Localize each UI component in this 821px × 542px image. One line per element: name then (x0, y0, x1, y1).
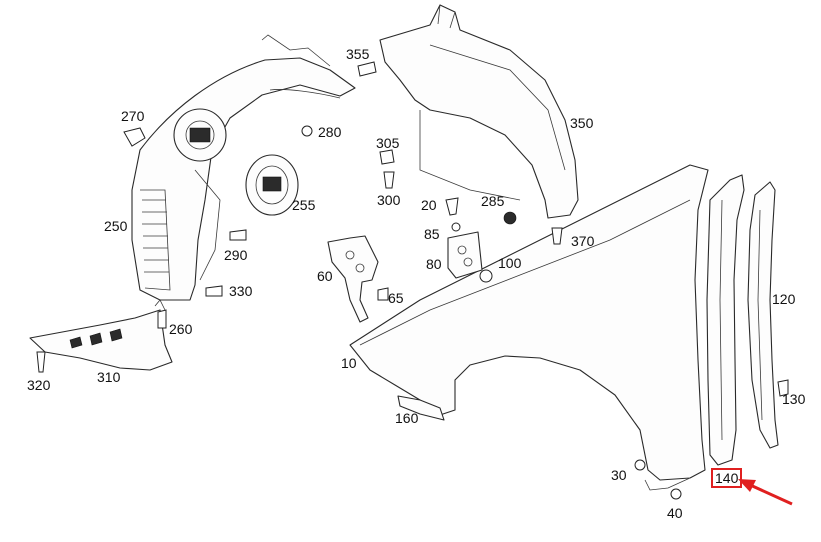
trim-160[interactable] (397, 395, 445, 421)
callout-350[interactable]: 350 (570, 115, 594, 131)
screw-330[interactable] (205, 285, 223, 297)
callout-355[interactable]: 355 (346, 46, 370, 62)
screw-370[interactable] (551, 227, 563, 245)
plug-285[interactable] (503, 211, 517, 225)
clip-100[interactable] (479, 269, 493, 283)
trim-140[interactable] (706, 174, 745, 466)
callout-140[interactable]: 140 (710, 468, 743, 488)
fender-10[interactable] (349, 164, 709, 491)
clip-65[interactable] (377, 287, 389, 301)
callout-10[interactable]: 10 (341, 355, 357, 371)
clip-270[interactable] (123, 127, 146, 147)
callout-250[interactable]: 250 (104, 218, 128, 234)
bracket-60[interactable] (327, 235, 379, 323)
callout-330[interactable]: 330 (229, 283, 253, 299)
fasteners (36, 61, 789, 500)
wheel-liner-350[interactable] (379, 4, 579, 219)
screw-290[interactable] (229, 229, 247, 241)
clip-355[interactable] (357, 61, 377, 77)
callout-280[interactable]: 280 (318, 124, 342, 140)
clip-30[interactable] (634, 459, 646, 471)
callout-255[interactable]: 255 (292, 197, 316, 213)
callout-85[interactable]: 85 (424, 226, 440, 242)
callout-130[interactable]: 130 (782, 391, 806, 407)
callout-260[interactable]: 260 (169, 321, 193, 337)
clip-280[interactable] (301, 125, 313, 137)
nut-40[interactable] (670, 488, 682, 500)
callout-310[interactable]: 310 (97, 369, 121, 385)
callout-100[interactable]: 100 (498, 255, 522, 271)
callout-120[interactable]: 120 (772, 291, 796, 307)
screw-20[interactable] (445, 197, 459, 216)
screw-300[interactable] (383, 171, 395, 189)
cover-255[interactable] (245, 154, 299, 216)
callout-285[interactable]: 285 (481, 193, 505, 209)
callout-40[interactable]: 40 (667, 505, 683, 521)
callout-80[interactable]: 80 (426, 256, 442, 272)
callout-320[interactable]: 320 (27, 377, 51, 393)
screw-320[interactable] (36, 351, 46, 373)
selection-arrow (738, 479, 793, 506)
clip-260[interactable] (157, 309, 167, 329)
nut-85[interactable] (451, 222, 461, 232)
callout-60[interactable]: 60 (317, 268, 333, 284)
callout-65[interactable]: 65 (388, 290, 404, 306)
underbody-panel-310[interactable] (29, 299, 173, 371)
screw-130[interactable] (777, 379, 789, 397)
wheel-arch-liner-250[interactable] (131, 34, 356, 301)
callout-160[interactable]: 160 (395, 410, 419, 426)
callout-270[interactable]: 270 (121, 108, 145, 124)
callout-30[interactable]: 30 (611, 467, 627, 483)
clip-305[interactable] (379, 149, 395, 165)
callout-300[interactable]: 300 (377, 192, 401, 208)
callout-20[interactable]: 20 (421, 197, 437, 213)
bracket-80[interactable] (447, 231, 483, 279)
bracket-120[interactable] (747, 181, 779, 449)
callout-370[interactable]: 370 (571, 233, 595, 249)
callout-305[interactable]: 305 (376, 135, 400, 151)
callout-290[interactable]: 290 (224, 247, 248, 263)
